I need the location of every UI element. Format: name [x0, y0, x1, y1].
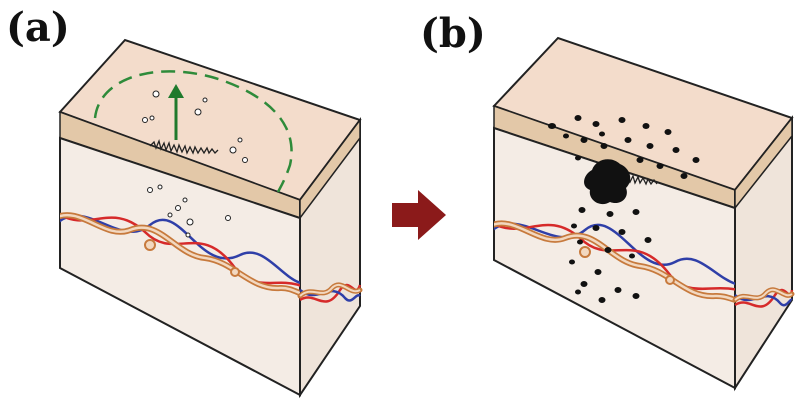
right-arrow-icon	[392, 190, 446, 240]
particles-white-a	[142, 90, 248, 238]
panel-label-a: (a)	[6, 4, 70, 51]
black-particles-tissue	[569, 207, 652, 303]
skin-block-a	[58, 38, 363, 399]
blood-vessels-b-right	[732, 287, 795, 308]
blood-vessels-b	[494, 220, 735, 306]
blood-vessels-a-right	[297, 282, 363, 303]
scratch-mark-a	[149, 138, 219, 155]
scratch-mark-b	[624, 174, 658, 186]
skin-block-b	[492, 36, 795, 392]
front-face-a	[59, 136, 301, 397]
panel-label-b: (b)	[420, 10, 486, 57]
epidermis-right-b	[734, 115, 793, 211]
epidermis-right-a	[299, 117, 361, 221]
black-particles-top	[548, 115, 700, 179]
dashed-boundary-a	[93, 70, 293, 193]
upward-arrow-icon	[168, 84, 184, 140]
lesion-blot	[584, 159, 631, 205]
